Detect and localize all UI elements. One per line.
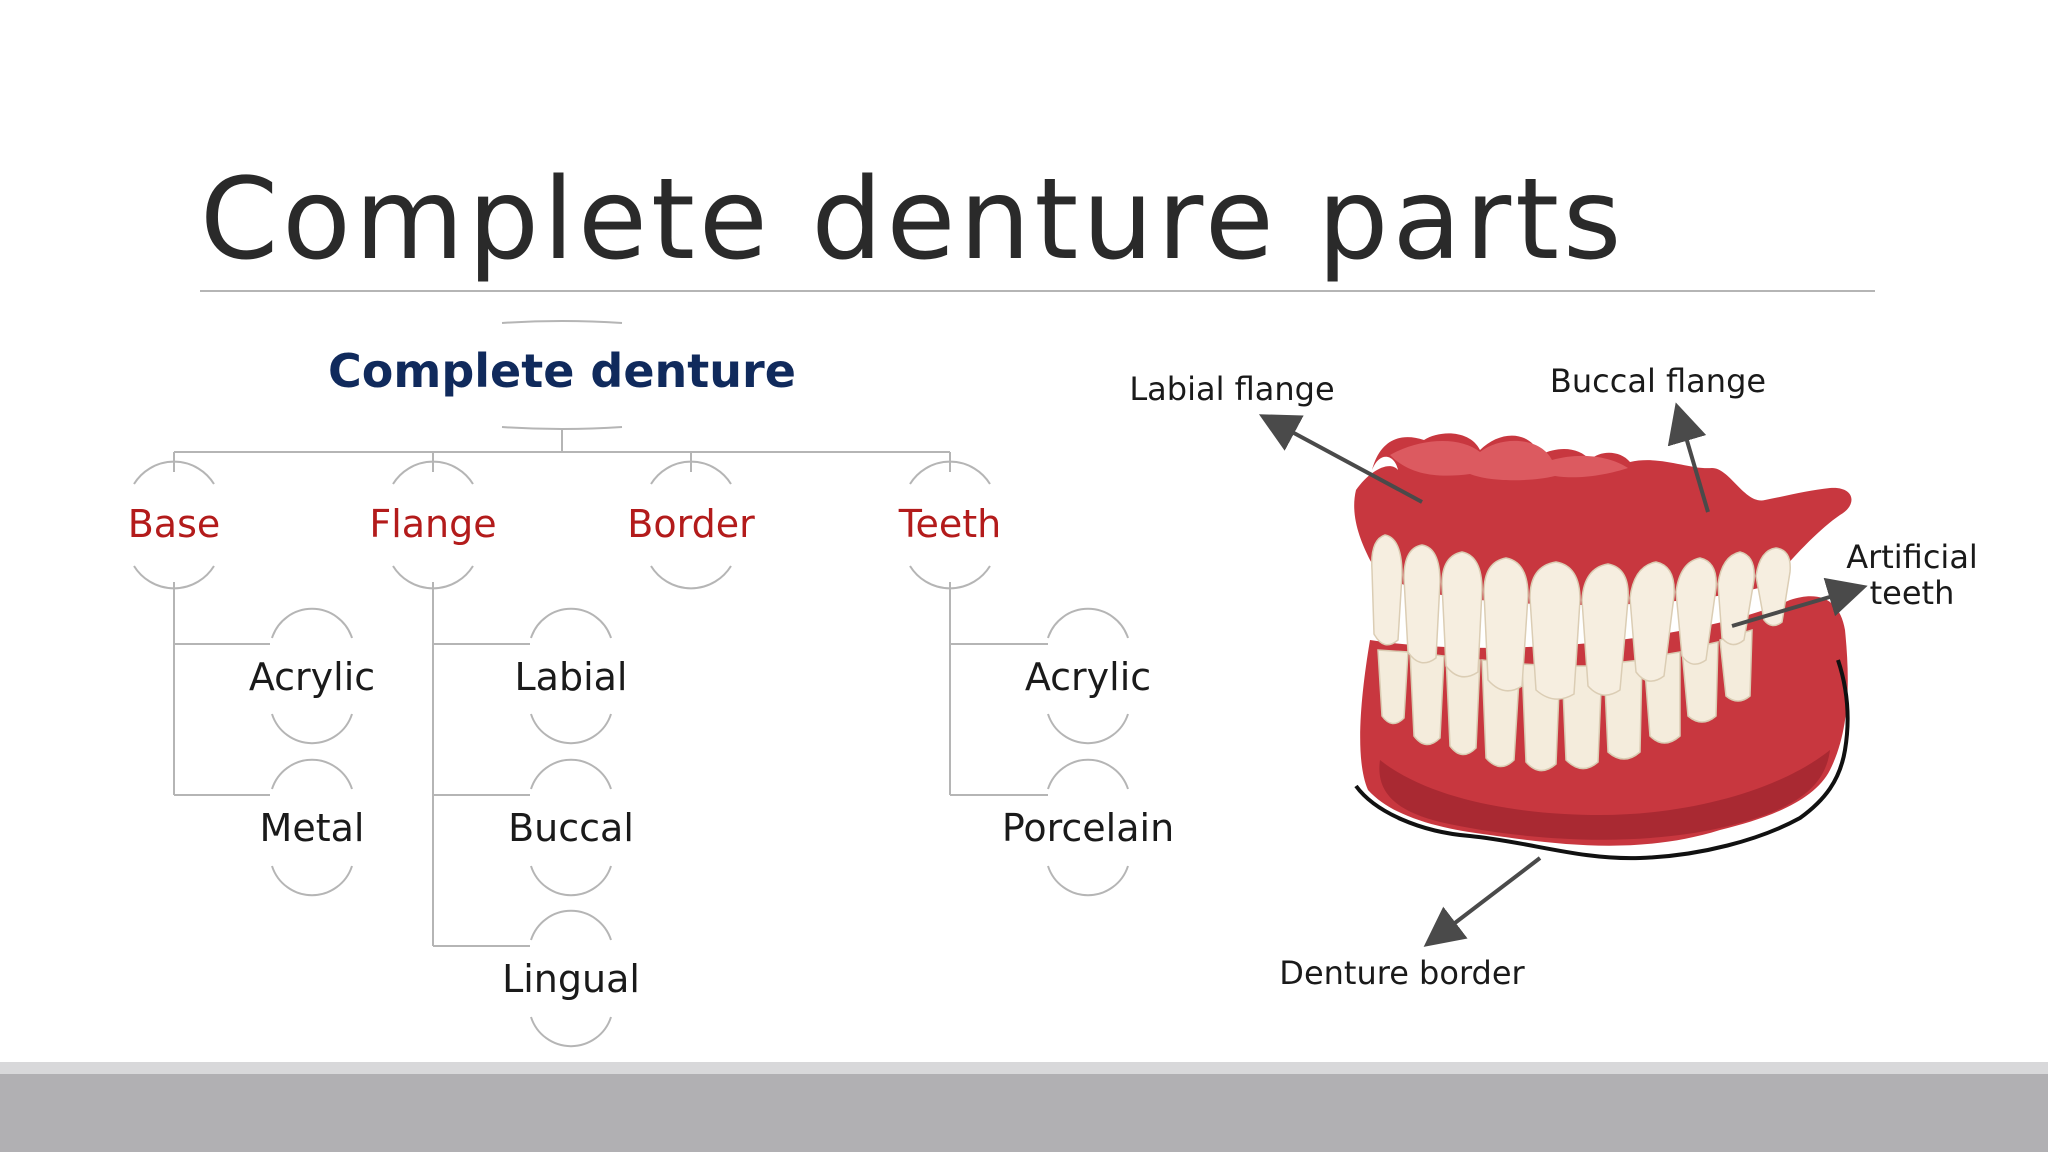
leaf-arc-base-metal-bottom [271,865,353,897]
arrow-artificial-teeth [1731,577,1868,628]
bottom-bar [0,1062,2048,1152]
leaf-flange-buccal: Buccal [508,806,634,850]
leaf-base-metal: Metal [260,806,365,850]
branch-arc-border-top [650,460,732,485]
branch-arc-flange-top [392,460,474,485]
root-bracket-top [501,320,623,324]
denture-illustration [1354,433,1852,861]
arrow-labial-flange [1258,414,1423,504]
leaf-arc-base-acrylic-bottom [271,713,353,745]
leaf-arc-lingual-bottom [530,1016,612,1048]
leaf-arc-lingual-top [530,909,612,941]
leaf-teeth-acrylic: Acrylic [1025,655,1151,699]
leaf-teeth-porcelain: Porcelain [1002,806,1174,850]
root-bracket-bottom [501,426,623,430]
leaf-arc-buccal-bottom [530,865,612,897]
leaf-arc-porcelain-top [1047,758,1129,790]
branch-arc-base-top [133,460,215,485]
branch-arc-border-bottom [650,565,732,590]
leaf-arc-labial-top [530,607,612,639]
slide-title: Complete denture parts [200,155,1625,285]
leaf-arc-base-metal-top [271,758,353,790]
leaf-arc-base-acrylic-top [271,607,353,639]
upper-teeth [1371,534,1791,700]
leaf-flange-labial: Labial [515,655,628,699]
branch-base: Base [128,502,221,546]
branch-border: Border [627,502,755,546]
tree-root: Complete denture [328,344,796,398]
leaf-flange-lingual: Lingual [502,957,640,1001]
branch-flange: Flange [369,502,496,546]
leaf-arc-teeth-acrylic-bottom [1047,713,1129,745]
arrow-denture-border [1423,856,1542,947]
arrow-buccal-flange [1667,402,1710,513]
leaf-arc-porcelain-bottom [1047,865,1129,897]
label-artificial-teeth-line2: teeth [1870,574,1955,612]
branch-arc-teeth-top [909,460,991,485]
branch-teeth: Teeth [898,502,1002,546]
lower-gum-shade [1379,750,1830,840]
leaf-arc-labial-bottom [530,713,612,745]
leaf-base-acrylic: Acrylic [249,655,375,699]
denture-border-outline [1354,659,1850,861]
label-denture-border: Denture border [1279,954,1525,992]
label-artificial-teeth-line1: Artificial [1846,538,1978,576]
upper-gum-highlight [1390,440,1628,481]
leaf-arc-teeth-acrylic-top [1047,607,1129,639]
label-buccal-flange: Buccal flange [1550,362,1766,400]
leaf-arc-buccal-top [530,758,612,790]
hierarchy-tree [133,320,1129,1048]
bottom-bar-strip [0,1062,2048,1074]
label-labial-flange: Labial flange [1129,370,1334,408]
